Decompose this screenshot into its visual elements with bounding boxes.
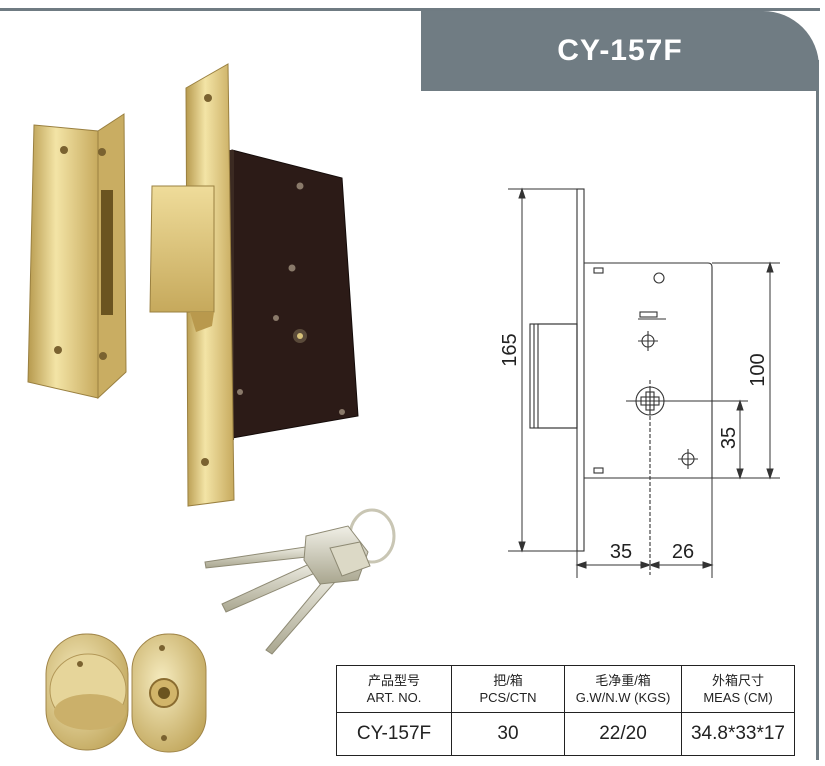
dim-case-label: 100 bbox=[747, 353, 769, 386]
technical-drawing: 165 100 35 35 26 bbox=[499, 187, 780, 578]
right-rule bbox=[816, 60, 819, 760]
mortise-lock-image bbox=[149, 63, 359, 507]
table-row: CY-157F 30 22/20 34.8*33*17 bbox=[336, 712, 795, 756]
cell-art-no: CY-157F bbox=[336, 712, 452, 756]
title-banner: CY-157F bbox=[421, 11, 819, 91]
dim-backset-v-label: 35 bbox=[718, 427, 740, 449]
dim-height-label: 165 bbox=[499, 333, 521, 366]
dim-depth-label: 26 bbox=[672, 541, 694, 563]
top-rule bbox=[0, 8, 820, 11]
cell-meas: 34.8*33*17 bbox=[681, 712, 795, 756]
strike-plate-image bbox=[27, 113, 127, 400]
keys-image bbox=[204, 508, 396, 655]
product-title: CY-157F bbox=[557, 34, 683, 67]
cell-weight: 22/20 bbox=[564, 712, 682, 756]
product-photo bbox=[27, 63, 396, 753]
dim-backset-h-label: 35 bbox=[610, 541, 632, 563]
cell-pcs-ctn: 30 bbox=[451, 712, 565, 756]
escutcheon-image bbox=[45, 633, 207, 753]
